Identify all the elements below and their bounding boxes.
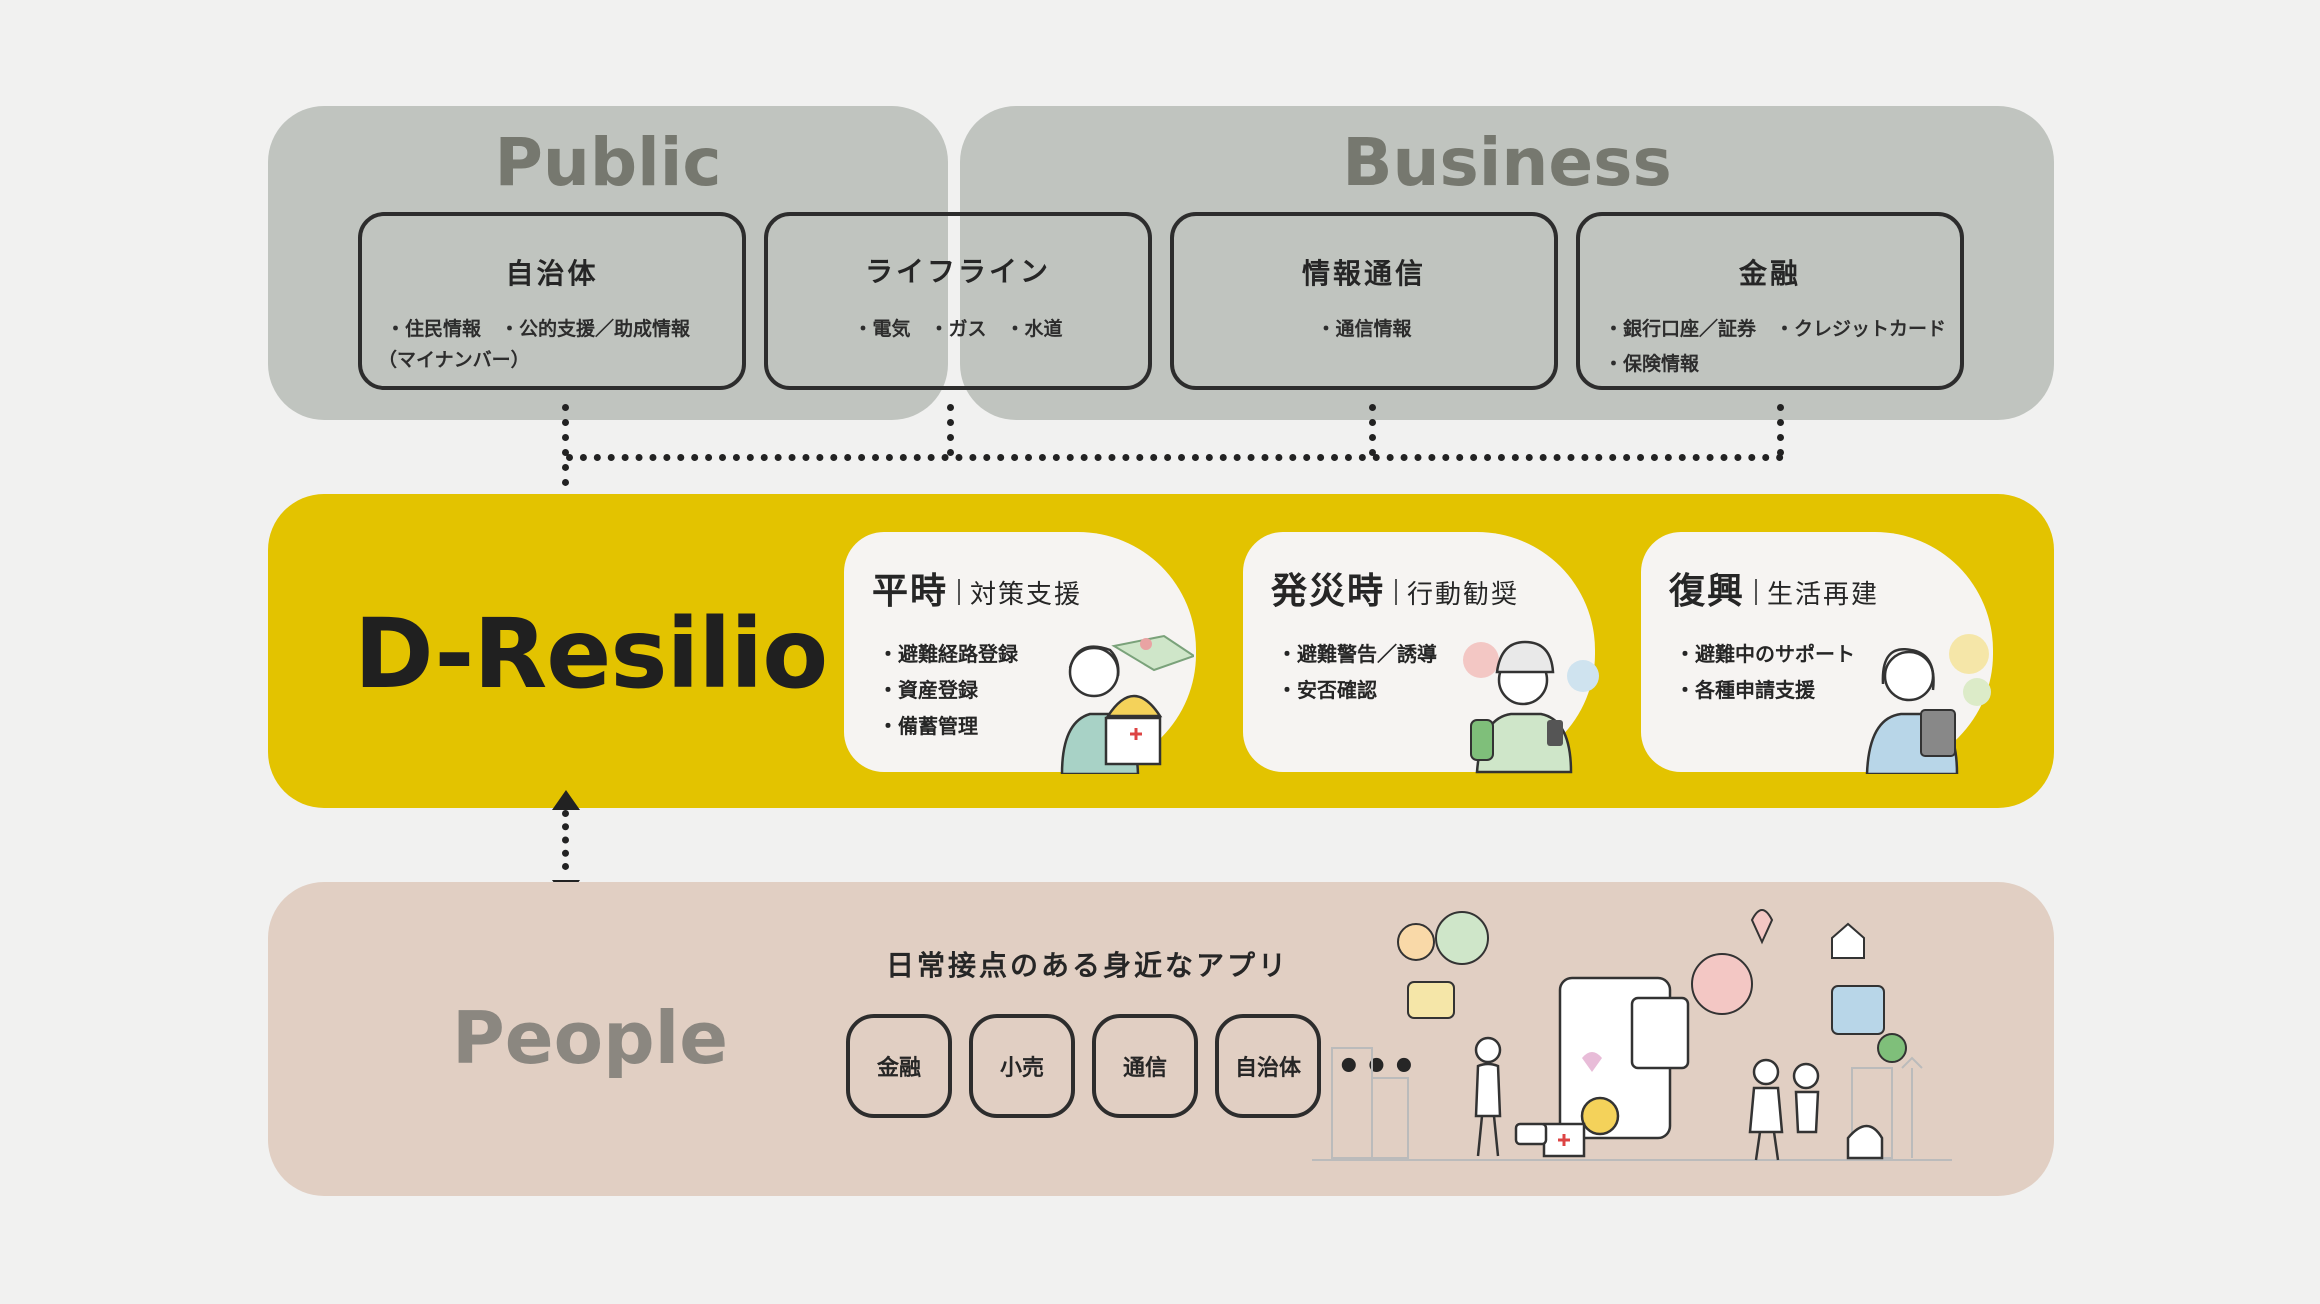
more-dots: ••• bbox=[1336, 1044, 1419, 1090]
phase-divider bbox=[1755, 579, 1758, 605]
phase-item: ・各種申請支援 bbox=[1675, 678, 1815, 702]
phase-heading: 平時対策支援 bbox=[872, 562, 1082, 614]
phase-item: ・安否確認 bbox=[1277, 678, 1377, 702]
app-chip-finance: 金融 bbox=[846, 1014, 952, 1118]
source-title: ライフライン bbox=[864, 255, 1051, 288]
phase-card-normal: 平時対策支援 ・避難経路登録 ・資産登録 ・備蓄管理 bbox=[844, 532, 1196, 774]
phase-item: ・備蓄管理 bbox=[878, 714, 978, 738]
business-title: Business bbox=[1342, 124, 1672, 201]
phase-heading: 発災時行動勧奨 bbox=[1271, 562, 1519, 614]
phase-subtitle: 対策支援 bbox=[970, 580, 1083, 610]
connector-line bbox=[562, 404, 569, 486]
public-title: Public bbox=[494, 124, 722, 201]
phase-heading: 復興生活再建 bbox=[1669, 562, 1879, 614]
community-illustration bbox=[1312, 909, 1952, 1161]
source-item: ・電気 ・ガス ・水道 bbox=[853, 318, 1063, 340]
phase-items: ・避難経路登録 ・資産登録 ・備蓄管理 bbox=[878, 636, 1018, 744]
app-chip-retail: 小売 bbox=[969, 1014, 1075, 1118]
apps-label: 日常接点のある身近なアプリ bbox=[886, 949, 1290, 982]
source-municipality: 自治体 ・住民情報 ・公的支援／助成情報 （マイナンバー） bbox=[358, 212, 746, 390]
source-items: ・銀行口座／証券 ・クレジットカード ・保険情報 bbox=[1604, 312, 1948, 382]
source-items: ・通信情報 bbox=[1186, 312, 1542, 347]
phase-card-disaster: 発災時行動勧奨 ・避難警告／誘導 ・安否確認 bbox=[1243, 532, 1599, 774]
phase-title: 平時 bbox=[872, 571, 949, 612]
source-item: ・銀行口座／証券 ・クレジットカード bbox=[1604, 318, 1947, 340]
source-title: 情報通信 bbox=[1301, 257, 1426, 290]
person-with-tablet-icon bbox=[1865, 634, 1991, 774]
phase-subtitle: 生活再建 bbox=[1767, 580, 1880, 610]
arrow-up-icon bbox=[552, 790, 580, 810]
source-lifeline: ライフライン ・電気 ・ガス ・水道 bbox=[764, 212, 1152, 390]
source-item: ・通信情報 bbox=[1316, 318, 1412, 340]
phase-items: ・避難中のサポート ・各種申請支援 bbox=[1675, 636, 1855, 708]
connector-line bbox=[1777, 404, 1784, 456]
person-with-helmet-icon bbox=[1463, 640, 1599, 774]
app-chip-municipality: 自治体 bbox=[1215, 1014, 1321, 1118]
phase-item: ・資産登録 bbox=[878, 678, 978, 702]
connector-line bbox=[1369, 404, 1376, 456]
app-chip-telecom: 通信 bbox=[1092, 1014, 1198, 1118]
source-telecom: 情報通信 ・通信情報 bbox=[1170, 212, 1558, 390]
phase-divider bbox=[1395, 579, 1398, 605]
platform-name: D-Resilio bbox=[354, 598, 828, 710]
source-finance: 金融 ・銀行口座／証券 ・クレジットカード ・保険情報 bbox=[1576, 212, 1964, 390]
phase-title: 復興 bbox=[1669, 571, 1746, 612]
phase-divider bbox=[958, 579, 961, 605]
phase-item: ・避難中のサポート bbox=[1675, 642, 1855, 666]
source-title: 金融 bbox=[1738, 257, 1801, 290]
person-with-supplies-icon bbox=[1060, 634, 1194, 774]
phase-card-recovery: 復興生活再建 ・避難中のサポート ・各種申請支援 bbox=[1641, 532, 1993, 774]
source-item: ・保険情報 bbox=[1604, 353, 1700, 375]
people-band bbox=[268, 882, 2054, 1196]
source-item: （マイナンバー） bbox=[378, 349, 530, 371]
phase-items: ・避難警告／誘導 ・安否確認 bbox=[1277, 636, 1437, 708]
people-title: People bbox=[452, 996, 729, 1080]
phase-item: ・避難警告／誘導 bbox=[1277, 642, 1437, 666]
phase-item: ・避難経路登録 bbox=[878, 642, 1018, 666]
connector-line bbox=[562, 810, 569, 870]
connector-line bbox=[566, 454, 1784, 461]
source-items: ・電気 ・ガス ・水道 bbox=[780, 312, 1136, 347]
source-items: ・住民情報 ・公的支援／助成情報 （マイナンバー） bbox=[378, 312, 730, 373]
phase-subtitle: 行動勧奨 bbox=[1407, 580, 1520, 610]
connector-line bbox=[947, 404, 954, 456]
source-title: 自治体 bbox=[505, 257, 599, 290]
source-item: ・住民情報 ・公的支援／助成情報 bbox=[386, 318, 691, 340]
phase-title: 発災時 bbox=[1271, 571, 1386, 612]
